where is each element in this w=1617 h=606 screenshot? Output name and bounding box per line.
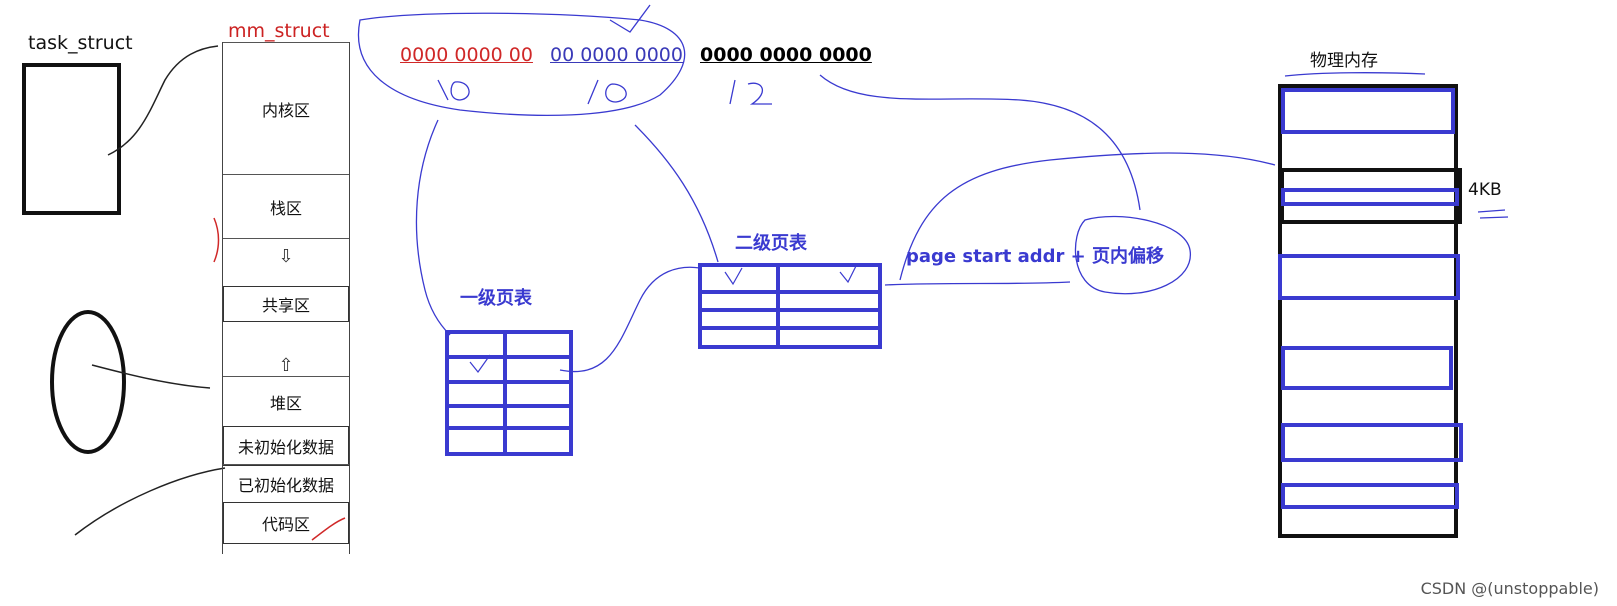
arrow-ellipse-to-heap bbox=[91, 364, 211, 389]
physical-page-highlight bbox=[1280, 168, 1462, 224]
task-struct-box bbox=[22, 63, 121, 215]
level2-page-table bbox=[698, 263, 882, 349]
process-ellipse bbox=[50, 310, 126, 454]
arrow-task-to-mm bbox=[107, 45, 219, 156]
segment-stack-label: 栈区 bbox=[269, 199, 302, 218]
arrow-level1-to-level2 bbox=[559, 266, 701, 373]
lasso-page-offset bbox=[1074, 215, 1191, 295]
address-bits-second-level: 00 0000 0000 bbox=[550, 44, 683, 66]
physical-memory-title: 物理内存 bbox=[1310, 51, 1378, 71]
address-bits-offset: 0000 0000 0000 bbox=[700, 44, 872, 66]
segment-data-label: 已初始化数据 bbox=[237, 476, 334, 495]
scribble-10-mid bbox=[587, 79, 627, 105]
scribble-10-left bbox=[437, 79, 470, 101]
segment-shared-label: 共享区 bbox=[261, 296, 310, 315]
check-top bbox=[609, 4, 651, 33]
segment-code: 代码区 bbox=[223, 502, 349, 544]
mm-struct-column: 内核区 栈区 ⇩ 共享区 ⇧ 堆区 未初始化数据 已初始化数据 代码区 bbox=[222, 42, 350, 554]
arrow-to-level1 bbox=[415, 119, 451, 336]
segment-stack: 栈区 bbox=[223, 174, 349, 239]
check-level1 bbox=[469, 354, 491, 373]
page-size-label: 4KB bbox=[1468, 180, 1502, 200]
physical-pages bbox=[1278, 88, 1463, 509]
arrow-formula-to-memory bbox=[899, 152, 1276, 281]
segment-data: 已初始化数据 bbox=[223, 464, 349, 503]
mm-struct-label: mm_struct bbox=[228, 20, 330, 42]
lasso-address-bits bbox=[357, 12, 686, 117]
level1-page-table-label: 一级页表 bbox=[460, 288, 532, 309]
segment-heap: 堆区 bbox=[223, 376, 349, 427]
segment-kernel: 内核区 bbox=[223, 42, 349, 175]
stroke-after-level2 bbox=[884, 281, 1071, 286]
check-level2-b bbox=[839, 265, 857, 284]
scribble-12 bbox=[729, 79, 772, 105]
physical-address-formula: page start addr + 页内偏移 bbox=[906, 246, 1165, 267]
address-bits-first-level: 0000 0000 00 bbox=[400, 44, 533, 66]
csdn-watermark: CSDN @(unstoppable) bbox=[1420, 579, 1599, 598]
stack-grow-down-arrow-icon: ⇩ bbox=[223, 238, 349, 273]
check-level2-a bbox=[724, 267, 743, 286]
stroke-lower-left bbox=[74, 467, 226, 536]
level1-page-table bbox=[445, 330, 573, 456]
red-mark-stack bbox=[213, 217, 220, 263]
segment-heap-label: 堆区 bbox=[269, 394, 302, 413]
underline-phys-title bbox=[1284, 72, 1426, 77]
arrow-offset-to-formula bbox=[819, 74, 1141, 211]
segment-code-label: 代码区 bbox=[261, 515, 310, 534]
task-struct-label: task_struct bbox=[28, 32, 133, 54]
level2-page-table-label: 二级页表 bbox=[735, 233, 807, 254]
arrow-to-level2 bbox=[634, 124, 719, 263]
segment-kernel-label: 内核区 bbox=[261, 101, 310, 120]
red-mark-code bbox=[311, 517, 346, 541]
segment-bss: 未初始化数据 bbox=[223, 426, 349, 466]
physical-memory-column bbox=[1278, 84, 1458, 538]
segment-bss-label: 未初始化数据 bbox=[237, 438, 334, 457]
heap-grow-up-arrow-icon: ⇧ bbox=[278, 355, 294, 376]
dash-4kb-1 bbox=[1477, 209, 1509, 219]
segment-shared: 共享区 bbox=[223, 286, 349, 322]
